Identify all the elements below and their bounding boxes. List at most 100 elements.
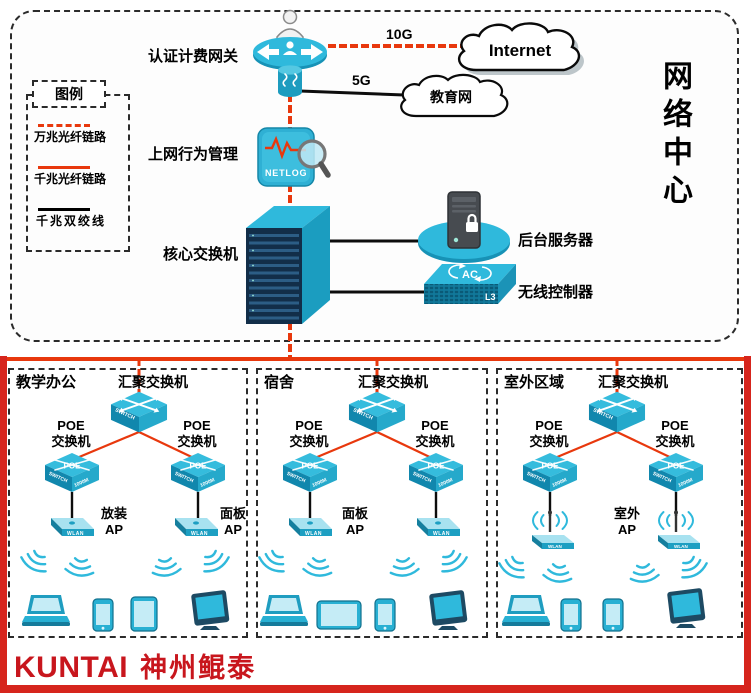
speed-text: 1000M: [73, 477, 89, 489]
wlan-text: WLAN: [67, 531, 84, 537]
wifi-signal-icon: [258, 549, 285, 573]
l3-text: L3: [485, 292, 496, 302]
poe-text: POE: [668, 462, 686, 471]
poe-text: POE: [190, 462, 208, 471]
network-center-title: 网络中心: [658, 60, 691, 212]
wlan-text: WLAN: [433, 531, 450, 537]
netlog-text: NETLOG: [265, 168, 307, 178]
smartphone-icon: [602, 598, 624, 632]
speed-text: 1000M: [199, 477, 215, 489]
poe-switch-label: POE 交换机: [415, 418, 455, 449]
legend-label-10g-fiber: 万兆光纤链路: [34, 130, 107, 144]
wifi-signal: [191, 539, 236, 581]
wifi-signal: [669, 545, 714, 587]
outdoor-ap: WLAN: [522, 508, 578, 554]
monitor-icon: [429, 590, 468, 630]
frame-bottom-bar: [0, 685, 751, 693]
core-switch-label: 核心交换机: [162, 246, 238, 263]
wifi-signal: [146, 550, 186, 583]
monitor-icon: [191, 590, 230, 630]
smartphone: [602, 598, 624, 632]
poe-switch: POE SWITCH 1000M: [44, 452, 100, 498]
wifi-signal: [384, 550, 424, 583]
legend-title: 图例: [32, 80, 106, 108]
aggregation-switch-label: 汇聚交换机: [118, 374, 188, 390]
legend-label-1g-fiber: 千兆光纤链路: [34, 172, 107, 186]
zone-title: 宿舍: [264, 374, 295, 391]
wireless-ap: WLAN: [42, 514, 96, 544]
poe-switch: POE SWITCH 1000M: [170, 452, 226, 498]
education-network-cloud: 教育网: [394, 68, 526, 126]
wifi-signal-icon: [498, 555, 525, 579]
aggregation-switch: SWITCH: [348, 390, 406, 440]
wifi-signal-icon: [441, 549, 468, 573]
legend-label-twisted-pair: 千兆双绞线: [36, 214, 107, 228]
backend-server-icon: [416, 190, 512, 264]
aggregation-switch-icon: SWITCH: [348, 391, 406, 433]
poe-switch-icon: POE SWITCH 1000M: [649, 453, 703, 492]
legend-line-10g-fiber: [38, 124, 90, 127]
wifi-signal: [298, 550, 338, 583]
wifi-signal: [491, 545, 536, 587]
outdoor-ap-icon: WLAN: [658, 510, 700, 549]
wifi-signal: [538, 556, 578, 589]
core-switch-icon: [246, 204, 330, 324]
wifi-signal: [624, 556, 664, 589]
link-10g-label: 10G: [386, 26, 413, 42]
speed-text: 1000M: [677, 477, 693, 489]
speed-text: 1000M: [551, 477, 567, 489]
wifi-signal-icon: [151, 557, 182, 577]
company-logo: KUNTAI 神州鲲泰: [14, 646, 256, 685]
zone-title: 教学办公: [16, 374, 77, 391]
netlog-device-icon: NETLOG: [256, 124, 331, 190]
monitor-icon: [667, 588, 706, 628]
monitor: [188, 590, 232, 632]
wireless-ap: WLAN: [280, 514, 334, 544]
poe-switch-icon: POE SWITCH 1000M: [523, 453, 577, 492]
wifi-signal-icon: [681, 555, 708, 579]
wireless-ap: WLAN: [408, 514, 462, 544]
poe-switch-icon: POE SWITCH 1000M: [45, 453, 99, 492]
poe-switch-icon: POE SWITCH 1000M: [171, 453, 225, 492]
poe-switch-label: POE 交换机: [51, 418, 91, 449]
smartphone: [92, 598, 114, 632]
laptop: [22, 594, 70, 628]
wireless-ap-icon: WLAN: [51, 518, 94, 537]
speed-text: 1000M: [437, 477, 453, 489]
wifi-signal: [60, 550, 100, 583]
poe-switch-label: POE 交换机: [529, 418, 569, 449]
wlan-text: WLAN: [674, 544, 688, 549]
poe-switch-label: POE 交换机: [289, 418, 329, 449]
outdoor-ap: WLAN: [648, 508, 704, 554]
outdoor-ap-icon: WLAN: [532, 510, 574, 549]
tablet-icon: [316, 600, 362, 630]
server-label: 后台服务器: [518, 232, 594, 249]
wifi-signal-icon: [64, 557, 95, 577]
laptop-icon: [260, 595, 308, 626]
smartphone: [374, 598, 396, 632]
internet-cloud-label: Internet: [489, 41, 552, 60]
aggregation-switch-icon: SWITCH: [110, 391, 168, 433]
laptop-icon: [502, 595, 550, 626]
wireless-ap: WLAN: [166, 514, 220, 544]
poe-switch-label: POE 交换机: [655, 418, 695, 449]
network-center-box: [10, 10, 739, 342]
poe-switch: POE SWITCH 1000M: [522, 452, 578, 498]
wifi-signal-icon: [203, 549, 230, 573]
internet-cloud: Internet: [452, 16, 592, 82]
backbone-links: [137, 44, 619, 400]
wifi-signal-icon: [629, 563, 660, 583]
wireless-controller-icon: AC L3: [424, 262, 516, 324]
smartphone-icon: [92, 598, 114, 632]
wifi-signal: [13, 539, 58, 581]
tablet: [130, 596, 158, 632]
laptop: [502, 594, 550, 628]
monitor: [664, 588, 708, 630]
poe-switch: POE SWITCH 1000M: [282, 452, 338, 498]
ap-type-label: 室外 AP: [613, 506, 640, 537]
logo-text-cn: 神州鲲泰: [140, 653, 257, 683]
wireless-controller-label: 无线控制器: [518, 284, 594, 301]
poe-switch: POE SWITCH 1000M: [408, 452, 464, 498]
